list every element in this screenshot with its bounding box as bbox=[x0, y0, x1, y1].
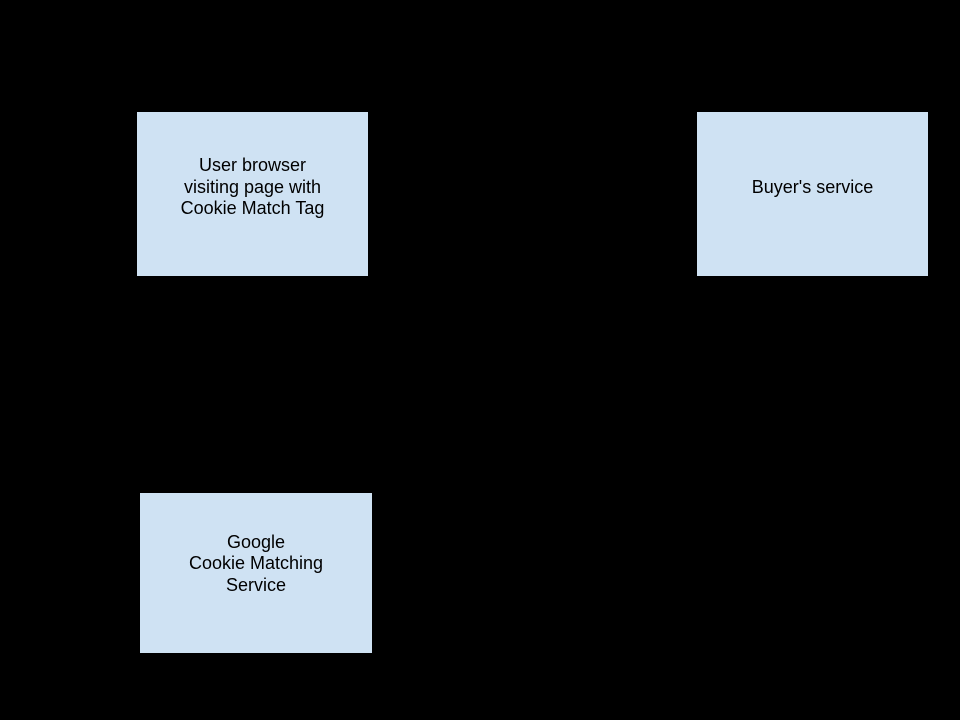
node-user-browser-label: User browser visiting page with Cookie M… bbox=[180, 155, 325, 219]
node-buyers-service: Buyer's service bbox=[696, 111, 929, 277]
node-google-cookie-matching-service-label: Google Cookie Matching Service bbox=[188, 531, 324, 595]
node-google-cookie-matching-service: Google Cookie Matching Service bbox=[139, 492, 373, 654]
node-user-browser: User browser visiting page with Cookie M… bbox=[136, 111, 369, 277]
node-buyers-service-label: Buyer's service bbox=[751, 176, 874, 197]
